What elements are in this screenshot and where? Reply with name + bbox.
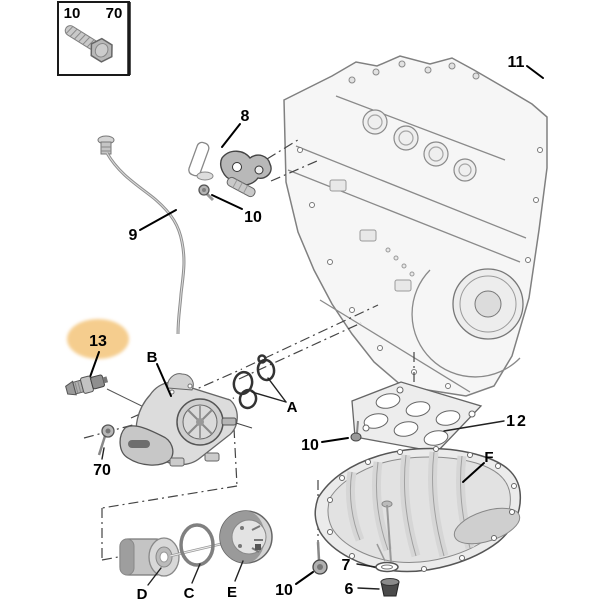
- block-details: [329, 179, 415, 292]
- cylinder-bores: [362, 109, 477, 182]
- leader-line-6: [357, 587, 380, 590]
- dipstick-drawing: [97, 135, 186, 335]
- leader-line-12: [443, 420, 505, 432]
- oil-pan: [314, 446, 522, 573]
- leader-line-C: [191, 563, 201, 584]
- callout-10-bracket[interactable]: 10: [244, 209, 262, 226]
- drain-washer: [375, 561, 399, 573]
- leader-line-9: [139, 209, 177, 231]
- leader-line-10-baffle: [321, 437, 349, 443]
- filter-cap: [219, 510, 273, 564]
- oil-baffle-plate: [351, 381, 483, 453]
- callout-8[interactable]: 8: [241, 108, 250, 125]
- callout-D[interactable]: D: [137, 586, 148, 600]
- callout-13-highlighted[interactable]: 13: [89, 333, 107, 350]
- engine-block-drawing: [283, 55, 548, 397]
- rear-seal-face: [411, 268, 524, 378]
- leader-line-F: [462, 462, 485, 483]
- pan-bolt: [312, 541, 328, 575]
- inset-label-10: 10: [64, 5, 81, 22]
- callout-B[interactable]: B: [147, 349, 158, 366]
- leader-line-A2: [267, 377, 287, 403]
- callout-6[interactable]: 6: [345, 581, 354, 598]
- callout-A[interactable]: A: [287, 399, 298, 416]
- o-ring-seal: [179, 523, 215, 567]
- callout-70[interactable]: 70: [93, 462, 111, 479]
- bracket-bolt: [198, 184, 215, 202]
- callout-7[interactable]: 7: [342, 557, 351, 574]
- bolt-icon: [64, 25, 113, 63]
- callout-10-pan[interactable]: 10: [275, 582, 293, 599]
- drain-plug: [380, 578, 400, 597]
- leader-line-10-pan: [295, 571, 314, 585]
- leader-line-8: [221, 123, 241, 148]
- callout-E[interactable]: E: [227, 584, 237, 600]
- callout-F[interactable]: F: [484, 449, 493, 466]
- leader-line-70: [101, 447, 105, 460]
- callout-12[interactable]: 12: [506, 413, 528, 430]
- leader-line-E: [234, 560, 244, 582]
- leader-line-B: [156, 363, 172, 397]
- leader-line-A1: [251, 391, 287, 403]
- oil-pressure-sensor: [65, 374, 109, 396]
- leader-line-11: [526, 65, 544, 79]
- oil-filter-cartridge: [119, 537, 180, 577]
- head-studs: [348, 60, 480, 84]
- drain-axis: [376, 543, 386, 562]
- leader-line-13: [89, 351, 100, 378]
- housing-bolt-70: [97, 424, 115, 456]
- leader-line-7: [356, 563, 376, 568]
- gaskets: [232, 354, 276, 410]
- leader-line-10-bracket: [211, 194, 243, 210]
- inset-bolt-box: 10 70: [57, 1, 131, 76]
- callout-10-baffle[interactable]: 10: [301, 437, 319, 454]
- leader-line-D: [147, 567, 162, 586]
- callout-11[interactable]: 11: [508, 54, 525, 71]
- inset-label-70: 70: [106, 5, 123, 22]
- baffle-bolt: [350, 420, 362, 442]
- callout-9[interactable]: 9: [129, 227, 138, 244]
- dipstick-tube-bracket: [188, 137, 318, 198]
- oil-filter-housing: [119, 373, 253, 467]
- selection-highlight: [67, 319, 129, 359]
- block-bolt-holes: [297, 147, 543, 389]
- callout-C[interactable]: C: [184, 585, 195, 600]
